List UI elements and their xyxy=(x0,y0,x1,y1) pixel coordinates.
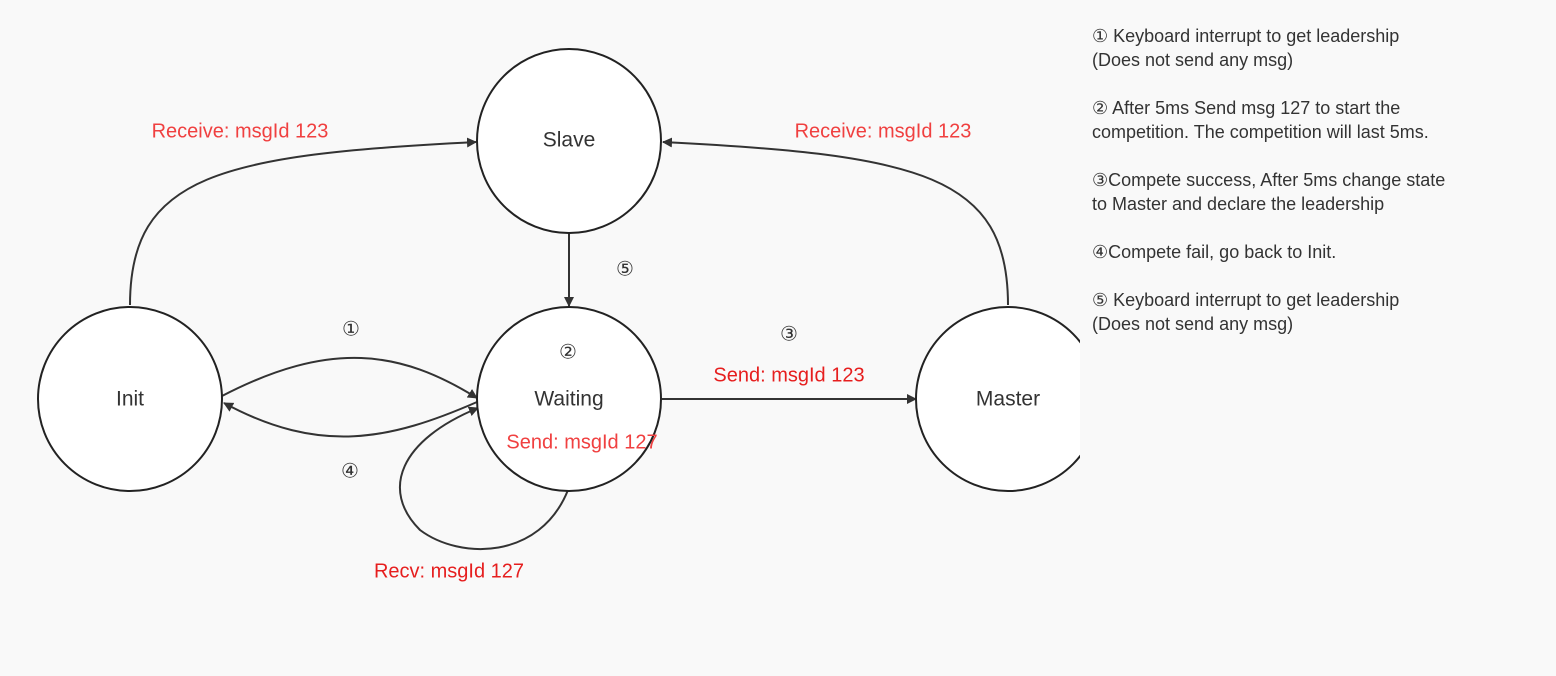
edge-label-waiting-to-master: Send: msgId 123 xyxy=(713,364,864,386)
note-line: (Does not send any msg) xyxy=(1092,50,1294,70)
note-step-5: ⑤ Keyboard interrupt to get leadership (… xyxy=(1092,288,1532,336)
state-waiting: Waiting xyxy=(476,306,662,492)
state-slave-label: Slave xyxy=(543,129,596,152)
edge-label-waiting-send: Send: msgId 127 xyxy=(506,431,657,453)
note-step-3: ③Compete success, After 5ms change state… xyxy=(1092,168,1532,216)
note-step-4: ④Compete fail, go back to Init. xyxy=(1092,240,1532,264)
note-line: to Master and declare the leadership xyxy=(1092,194,1385,214)
step-marker-4: ④ xyxy=(341,460,359,482)
state-slave: Slave xyxy=(476,48,662,234)
note-step-2: ② After 5ms Send msg 127 to start the co… xyxy=(1092,96,1532,144)
step-marker-2: ② xyxy=(559,341,577,363)
note-line: ③Compete success, After 5ms change state xyxy=(1092,170,1446,190)
edge-label-waiting-recv: Recv: msgId 127 xyxy=(374,560,524,582)
step-notes: ① Keyboard interrupt to get leadership (… xyxy=(1092,24,1532,360)
edge-master-to-slave xyxy=(662,137,1009,306)
step-marker-5: ⑤ xyxy=(616,258,634,280)
note-line: ⑤ Keyboard interrupt to get leadership xyxy=(1092,290,1400,310)
state-init-label: Init xyxy=(116,388,144,411)
state-diagram: Slave Init Waiting Master Receive: msgId… xyxy=(37,48,1080,582)
state-master: Master xyxy=(915,306,1080,492)
note-line: ② After 5ms Send msg 127 to start the xyxy=(1092,98,1401,118)
step-marker-1: ① xyxy=(342,318,360,340)
edge-waiting-self-loop xyxy=(399,406,569,551)
edge-init-to-waiting xyxy=(221,356,478,399)
note-line: ④Compete fail, go back to Init. xyxy=(1092,242,1337,262)
edge-label-init-to-slave: Receive: msgId 123 xyxy=(152,120,329,142)
state-waiting-label: Waiting xyxy=(534,388,603,411)
note-step-1: ① Keyboard interrupt to get leadership (… xyxy=(1092,24,1532,72)
edge-label-master-to-slave: Receive: msgId 123 xyxy=(795,120,972,142)
edge-waiting-to-init xyxy=(223,401,478,438)
note-line: ① Keyboard interrupt to get leadership xyxy=(1092,26,1400,46)
state-init: Init xyxy=(37,306,223,492)
edge-init-to-slave xyxy=(129,137,477,306)
note-line: (Does not send any msg) xyxy=(1092,314,1294,334)
state-master-label: Master xyxy=(976,388,1040,411)
step-marker-3: ③ xyxy=(780,323,798,345)
note-line: competition. The competition will last 5… xyxy=(1092,122,1429,142)
